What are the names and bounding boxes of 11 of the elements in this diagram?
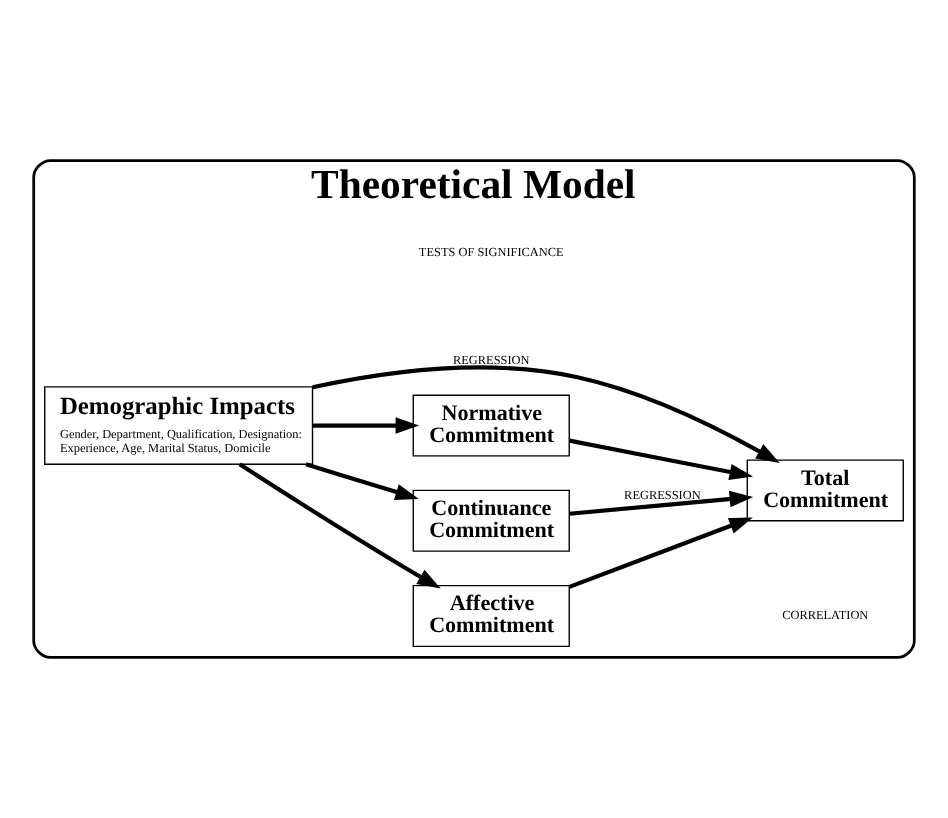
arrow <box>569 438 754 481</box>
node-box: Affective Commitment <box>412 584 570 648</box>
node-box: Continuance Commitment <box>412 489 570 552</box>
arrow <box>312 417 420 434</box>
arrow <box>312 365 780 463</box>
node-box: Normative Commitment <box>412 394 570 457</box>
arrow <box>238 462 441 589</box>
arrow <box>568 517 753 589</box>
node-box: Total Commitment <box>746 459 904 522</box>
arrow <box>569 490 754 516</box>
arrow <box>305 462 419 500</box>
